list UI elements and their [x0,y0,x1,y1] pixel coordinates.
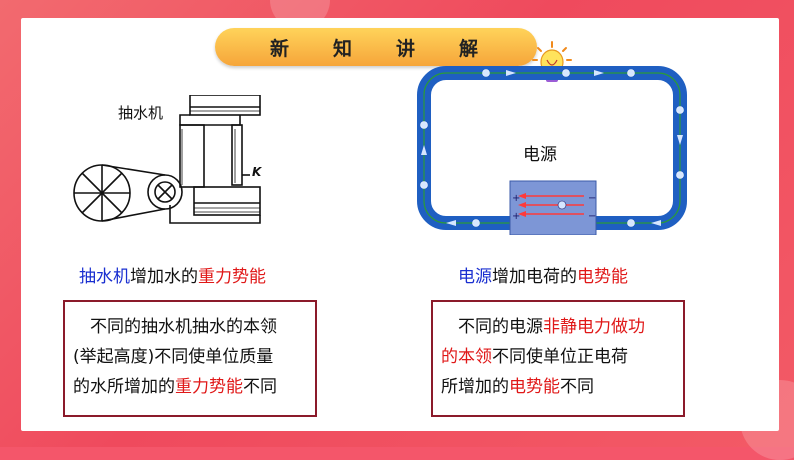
source-box-line-2-highlight: 的本领 [441,347,492,367]
power-source-circuit-diagram: + + − − [417,66,687,235]
pump-box-line-3-highlight: 重力势能 [175,377,243,397]
source-box-line-2b: 不同使单位正电荷 [492,347,628,367]
pump-explanation-box: 不同的抽水机抽水的本领 (举起高度)不同使单位质量 的水所增加的重力势能不同 [63,300,317,417]
pump-box-line-2: (举起高度)不同使单位质量 [73,347,274,367]
valve-k-label: K [252,165,262,179]
source-caption-energy: 电势能 [577,267,628,287]
source-box-line-3c: 不同 [560,377,594,397]
pump-caption: 抽水机增加水的重力势能 [79,262,266,287]
source-box-line-3-highlight: 电势能 [509,377,560,397]
pump-box-line-3c: 不同 [243,377,277,397]
pump-label: 抽水机 [118,104,164,122]
svg-text:−: − [588,193,596,204]
svg-text:+: + [512,193,520,204]
section-banner: 新知讲解 [215,28,537,66]
source-caption-subject: 电源 [458,267,492,287]
source-box-line-1-highlight: 非静电力做功 [543,317,645,337]
source-caption-middle: 增加电荷的 [492,267,577,287]
source-explanation-box: 不同的电源非静电力做功 的本领不同使单位正电荷 所增加的电势能不同 [431,300,685,417]
pump-caption-middle: 增加水的 [130,267,198,287]
pump-box-line-1: 不同的抽水机抽水的本领 [90,317,277,337]
source-box-line-1: 不同的电源非静电力做功 [441,312,673,342]
pump-box-line-3: 的水所增加的重力势能不同 [73,372,305,402]
svg-text:+: + [512,211,520,222]
pump-caption-energy: 重力势能 [198,267,266,287]
water-pump-diagram [73,95,261,224]
svg-text:−: − [588,211,596,222]
source-caption: 电源增加电荷的电势能 [458,262,628,287]
banner-title: 新知讲解 [269,37,522,60]
source-box-line-3: 所增加的电势能不同 [441,372,673,402]
pump-box-line-3a: 的水所增加的 [73,377,175,397]
power-source-label: 电源 [523,145,557,165]
pump-caption-subject: 抽水机 [79,267,130,287]
source-box-line-2: 的本领不同使单位正电荷 [441,342,673,372]
source-box-line-3a: 所增加的 [441,377,509,397]
source-box-line-1a: 不同的电源 [458,317,543,337]
